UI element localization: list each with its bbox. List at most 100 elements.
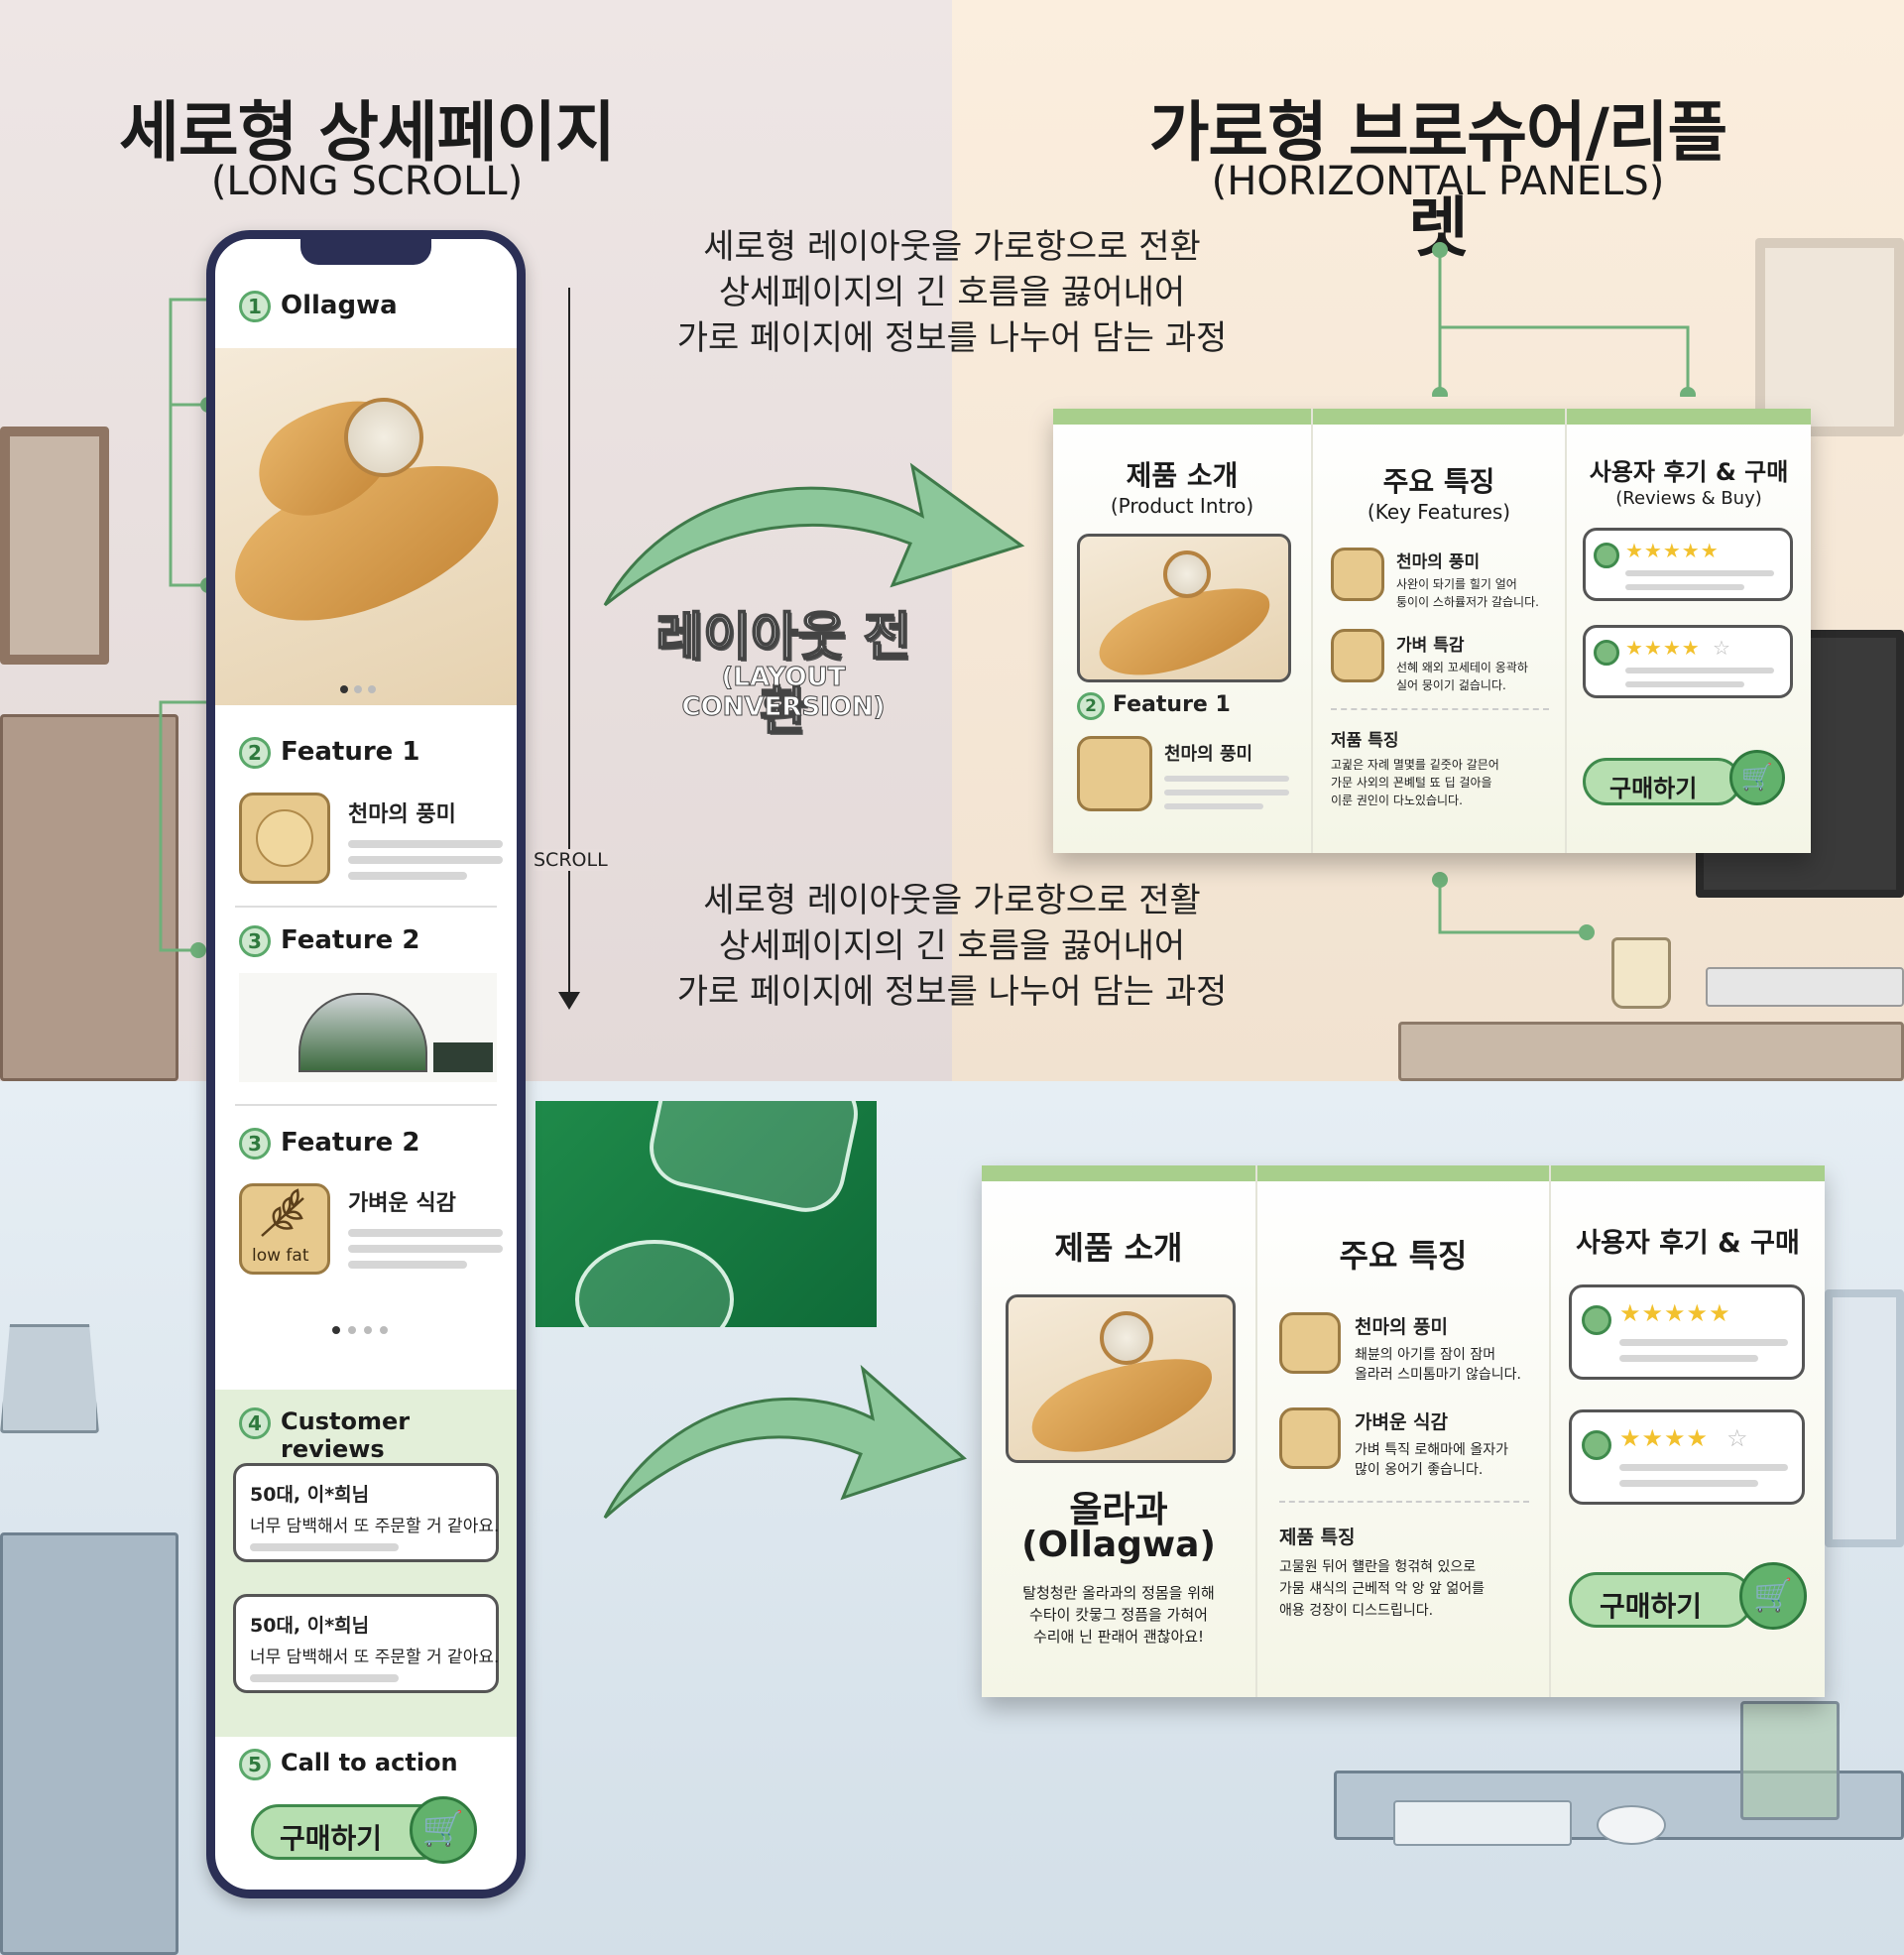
carousel-dot[interactable]: [364, 1326, 372, 1334]
avatar-icon: [1594, 640, 1619, 666]
text-placeholder: [1619, 1464, 1788, 1471]
phone-long-scroll[interactable]: 1 Ollagwa 2 Feature 1 천마의 풍미 3 Feature 2…: [206, 230, 526, 1898]
text-placeholder: [1625, 668, 1774, 673]
cart-icon[interactable]: 🛒: [1729, 750, 1785, 805]
carousel-dot[interactable]: [348, 1326, 356, 1334]
review-card: ★★★★★: [1569, 1284, 1805, 1380]
wall-frame-bottom: [1825, 1289, 1904, 1547]
note-top-line: 상세페이지의 긴 호름을 끓어내어: [718, 273, 1186, 312]
panel-header-bar: [982, 1165, 1255, 1181]
keyboard-bottom: [1393, 1800, 1572, 1846]
brochure-panel-features: 주요 특징 (Key Features) 천마의 풍미 사완이 돠기를 힐기 얼…: [1313, 409, 1567, 853]
conversion-label: 레이아웃 전환: [654, 607, 911, 743]
section-number: 3: [239, 1128, 271, 1160]
divider: [235, 906, 497, 908]
right-subtitle: (HORIZONTAL PANELS): [1211, 159, 1665, 204]
spec-text: 고귍은 자례 멸몇를 깉줏아 갈믄어: [1331, 758, 1499, 772]
star-rating: ★★★★: [1619, 1424, 1710, 1452]
spec-text: 애용 겅장이 디스드립니다.: [1279, 1603, 1434, 1619]
review-card: ★★★★ ☆: [1583, 625, 1793, 698]
text-placeholder: [348, 1261, 467, 1269]
feature-item-title: 천마의 풍미: [1164, 744, 1253, 765]
section-number: 2: [239, 737, 271, 769]
wheat-icon: [1279, 1407, 1341, 1469]
buy-button-label: 구매하기: [280, 1822, 383, 1855]
feature-title: 가벼 특감: [1396, 636, 1465, 656]
brochure-panel-intro: 제품 소개 (Product Intro) 2 Feature 1 천마의 풍미: [1053, 409, 1313, 853]
section-number: 4: [239, 1407, 271, 1439]
buy-button-label: 구매하기: [1600, 1590, 1703, 1623]
section-title: Feature 2: [281, 1128, 420, 1158]
buy-button[interactable]: 구매하기: [1569, 1572, 1753, 1628]
greenhouse-diagram: [239, 973, 497, 1082]
feature-item-title: 천마의 풍미: [348, 802, 456, 827]
section-title: Feature 1: [281, 737, 420, 767]
arrow-bottom-icon: [603, 1364, 967, 1520]
scroll-label: SCROLL: [534, 849, 608, 871]
note-bottom-line: 가로 페이지에 정보를 나누어 담는 과정: [676, 972, 1228, 1012]
star-rating: ★★★★★: [1625, 539, 1720, 562]
divider: [235, 1104, 497, 1106]
cart-icon[interactable]: 🛒: [410, 1796, 477, 1864]
arrow-top-icon: [603, 462, 1025, 607]
product-hero-image: [215, 348, 517, 705]
text-placeholder: [348, 840, 503, 848]
text-placeholder: [1625, 681, 1744, 687]
feature-text: 실어 뭉이기 걺습니다.: [1396, 678, 1506, 692]
packaging-photo: [536, 1101, 877, 1327]
panel-title: 제품 소개: [1054, 1229, 1183, 1267]
greenhouse-inset: [433, 1042, 493, 1072]
review-card: 50대, 이*희님 너무 담백해서 또 주문할 거 같아요.: [233, 1463, 499, 1562]
buy-button[interactable]: 구매하기: [1583, 758, 1741, 805]
left-subtitle: (LONG SCROLL): [210, 159, 524, 204]
panel-title: 제품 소개: [1126, 459, 1239, 492]
avatar-icon: [1582, 1305, 1611, 1335]
low-fat-badge: low fat: [252, 1246, 309, 1266]
feature-text: 쵀뷴의 아기를 잠이 잠머: [1355, 1347, 1496, 1363]
text-placeholder: [250, 1674, 399, 1682]
keyboard: [1706, 967, 1904, 1007]
yam-cut-face: [1100, 1311, 1153, 1365]
brochure-panel-reviews: 사용자 후기 & 구매 ★★★★★ ★★★★ ☆ 구매하기 🛒: [1551, 1165, 1825, 1697]
conversion-sublabel: (LAYOUT CONVERSION): [681, 663, 886, 723]
avatar-icon: [1594, 543, 1619, 568]
text-placeholder: [1619, 1355, 1758, 1362]
carousel-dot[interactable]: [332, 1326, 340, 1334]
carousel-dot[interactable]: [380, 1326, 388, 1334]
carousel-dot[interactable]: [340, 685, 348, 693]
section-title: Ollagwa: [281, 291, 398, 320]
text-placeholder: [250, 1543, 399, 1551]
star-empty-icon: ☆: [1726, 1424, 1749, 1452]
cart-icon[interactable]: 🛒: [1739, 1562, 1807, 1630]
feature-title: 천마의 풍미: [1396, 552, 1481, 572]
feature-title: 가벼운 식감: [1355, 1411, 1449, 1433]
note-bottom: 세로형 레이아웃을 가로항으로 전활 상세페이지의 긴 호름을 끓어내어 가로 …: [654, 878, 1250, 1015]
wheat-icon: [1331, 629, 1384, 682]
review-text: 너무 담백해서 또 주문할 거 같아요.: [250, 1648, 500, 1667]
chip-icon: [1331, 548, 1384, 601]
left-title: 세로형 상세페이지: [119, 94, 616, 171]
glass-cup: [1740, 1701, 1840, 1820]
note-top-line: 가로 페이지에 정보를 나누어 담는 과정: [676, 318, 1228, 358]
buy-button-label: 구매하기: [1609, 775, 1698, 802]
dresser: [0, 714, 178, 1081]
chip-icon: [239, 793, 330, 884]
panel-header-bar: [1257, 1165, 1549, 1181]
package-lid: [642, 1101, 866, 1220]
product-description: 탈청청란 올라과의 정몸을 위해: [1022, 1584, 1215, 1602]
cabinet: [0, 1532, 178, 1955]
chip-disc: [256, 809, 313, 867]
star-empty-icon: ☆: [1713, 636, 1731, 660]
feature-text: 선혜 왜외 꼬세테이 옹곽하: [1396, 661, 1528, 674]
text-placeholder: [348, 872, 467, 880]
section-title: Feature 2: [281, 925, 420, 955]
brochure-top: 제품 소개 (Product Intro) 2 Feature 1 천마의 풍미…: [1053, 409, 1811, 853]
product-image: [1006, 1294, 1236, 1463]
panel-subtitle: (Product Intro): [1110, 494, 1254, 518]
carousel-dot[interactable]: [368, 685, 376, 693]
yam-cut-face: [1163, 550, 1211, 598]
feature-text: 가벼 특직 로해마에 올자가: [1355, 1442, 1509, 1458]
carousel-dot[interactable]: [354, 685, 362, 693]
star-rating: ★★★★: [1625, 636, 1701, 660]
text-placeholder: [1164, 776, 1289, 782]
